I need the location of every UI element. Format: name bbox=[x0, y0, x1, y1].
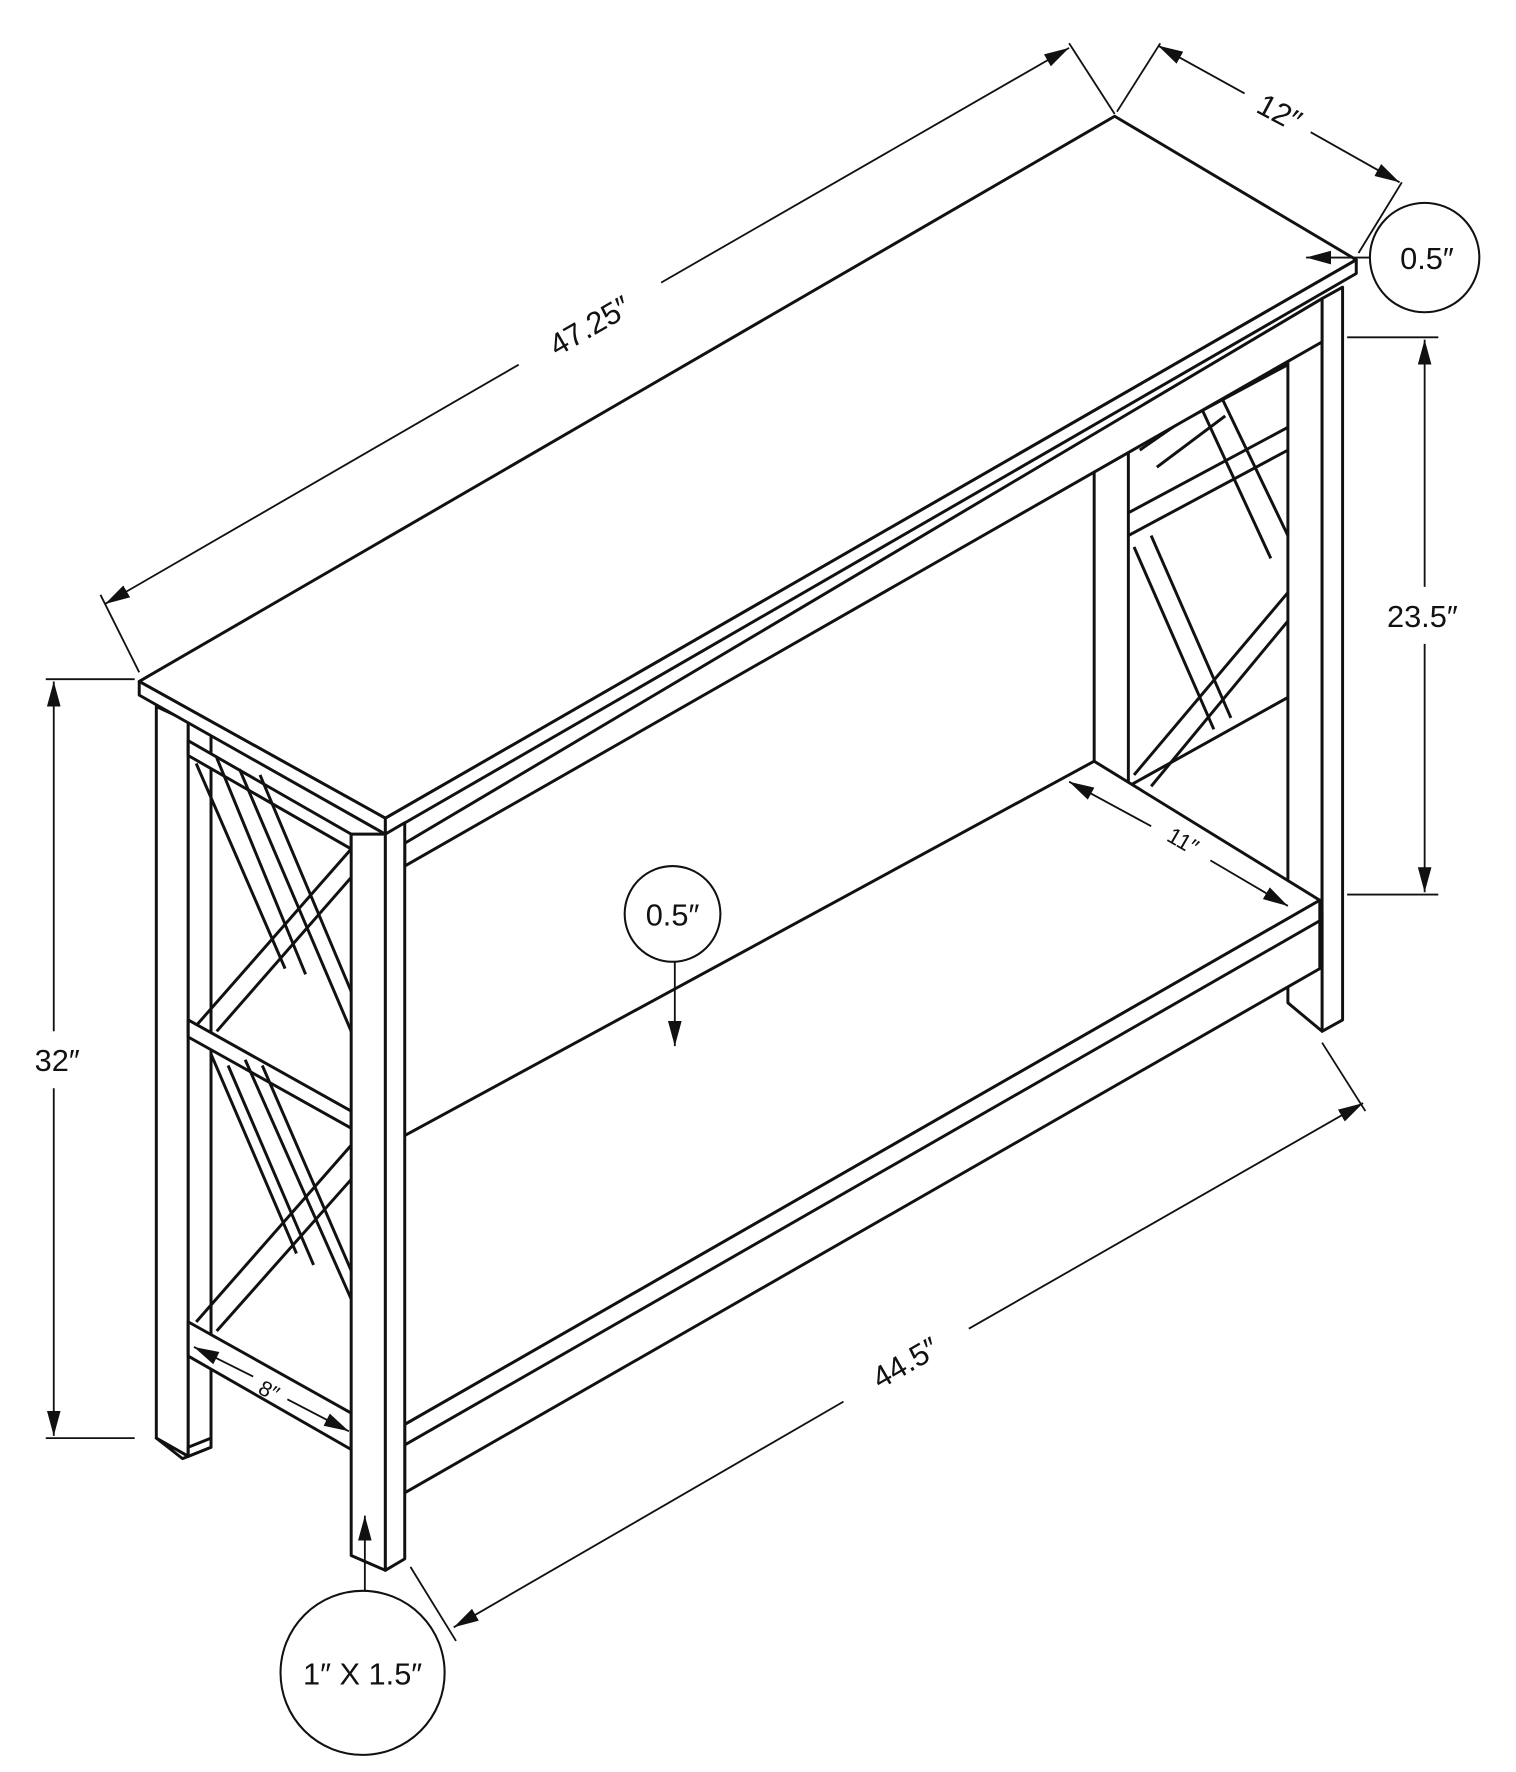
label-shelf-clearance: 23.5″ bbox=[1387, 599, 1458, 634]
label-height: 32″ bbox=[35, 1043, 80, 1078]
dimension-shelf-clearance: 23.5″ bbox=[1347, 336, 1458, 896]
left-side-panel bbox=[154, 705, 353, 1461]
dimension-leg-size: 1″ X 1.5″ bbox=[279, 1515, 446, 1756]
bottom-shelf bbox=[349, 759, 1322, 1495]
label-shelf-thickness: 0.5″ bbox=[646, 897, 700, 932]
dimension-height: 32″ bbox=[35, 678, 135, 1440]
front-leg bbox=[349, 821, 407, 1572]
label-top-thickness: 0.5″ bbox=[1400, 241, 1454, 276]
table-top bbox=[137, 114, 1358, 836]
label-leg-size: 1″ X 1.5″ bbox=[303, 1656, 422, 1691]
label-shelf-length: 44.5″ bbox=[866, 1330, 945, 1396]
dimension-shelf-thickness: 0.5″ bbox=[623, 865, 722, 1047]
label-length: 47.25″ bbox=[543, 289, 637, 363]
label-depth: 12″ bbox=[1251, 87, 1307, 139]
dimension-top-thickness: 0.5″ bbox=[1306, 201, 1481, 314]
